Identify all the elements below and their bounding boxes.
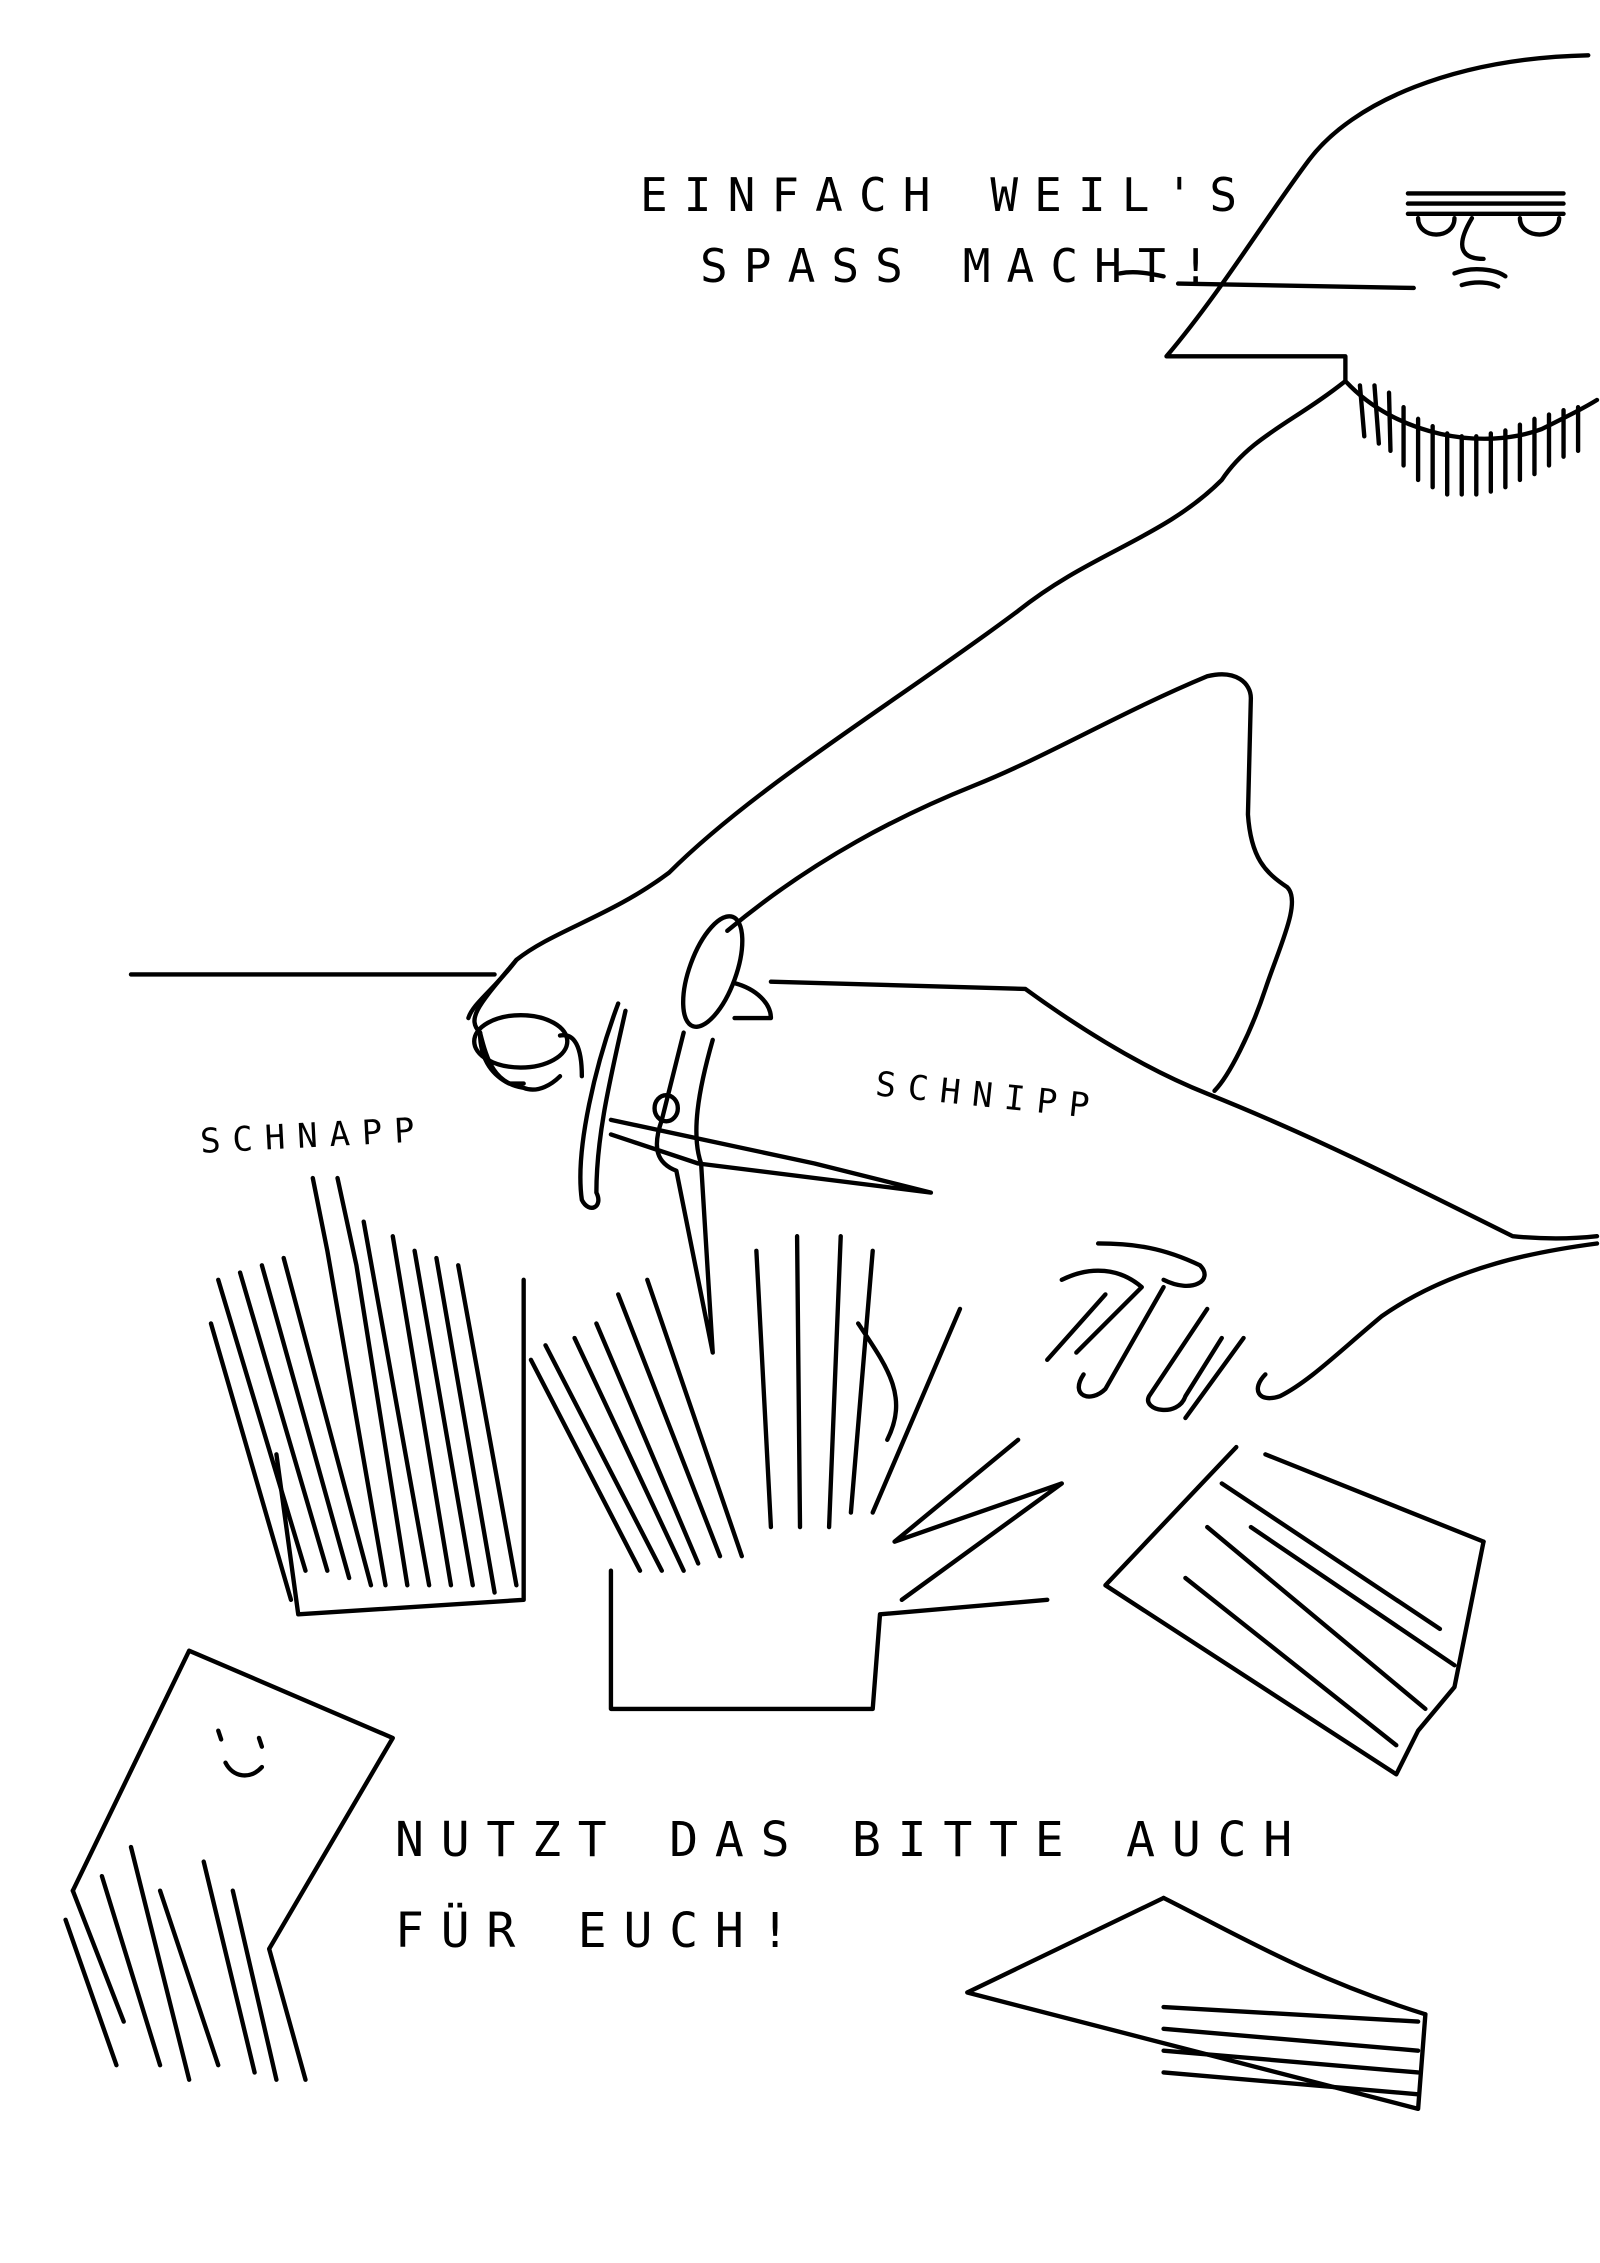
paper-fringe-smiling <box>63 1648 395 2082</box>
beard-stubble <box>1357 383 1581 497</box>
paper-fringe-bottom-right <box>965 1895 1428 2112</box>
arm <box>466 378 1348 1093</box>
paper-fringe-right <box>1103 1444 1486 1777</box>
speech-text: Einfach weil's Spaß macht! <box>640 160 1253 303</box>
paper-fringe-left <box>208 1175 526 1617</box>
caption-line-1: Nutzt das bitte auch <box>395 1812 1309 1868</box>
speech-line-2: Spaß macht! <box>700 239 1226 294</box>
caption-text: Nutzt das bitte auch für euch! <box>395 1795 1309 1977</box>
scissors <box>472 914 934 1355</box>
person-head <box>1117 53 1600 441</box>
right-hand <box>1045 1241 1600 1421</box>
table-edge <box>128 972 1600 1241</box>
speech-line-1: Einfach weil's <box>640 168 1254 222</box>
caption-line-2: für euch! <box>395 1903 807 1960</box>
paper-fringe-center <box>528 1234 1064 1712</box>
